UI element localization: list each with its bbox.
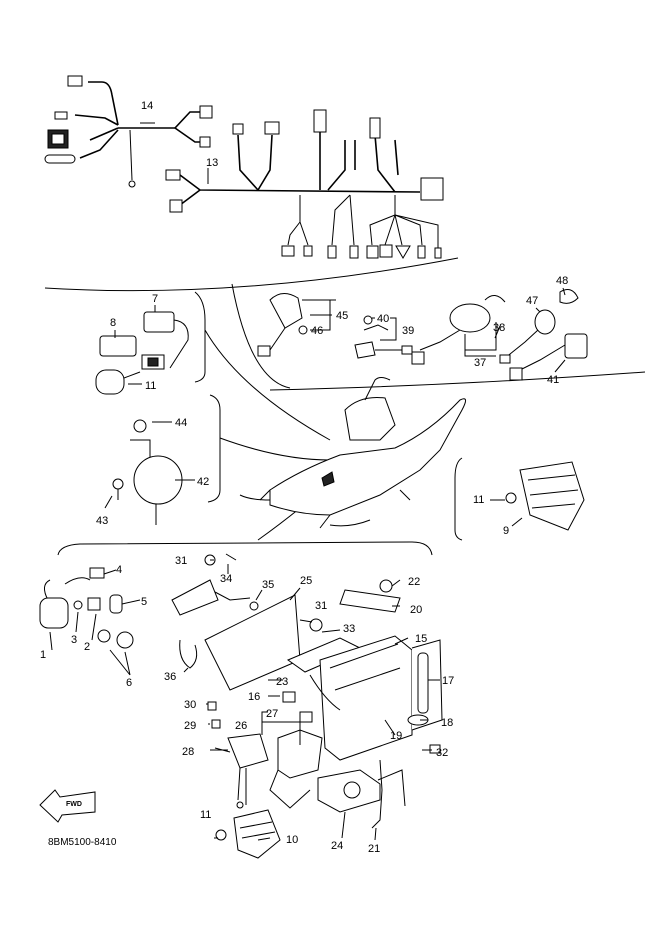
- callout-13: 13: [206, 157, 218, 169]
- cdi-unit-group: [95, 311, 189, 395]
- callout-21: 21: [368, 843, 380, 855]
- callout-37: 37: [474, 357, 486, 369]
- mount-plate-group: [171, 553, 301, 691]
- fwd-arrow-icon: FWD: [39, 789, 96, 823]
- callout-31-right: 31: [315, 600, 327, 612]
- section-brackets: [44, 257, 646, 556]
- callout-10: 10: [286, 834, 298, 846]
- callout-9: 9: [503, 525, 509, 537]
- callout-labels: 14 13 7 8 11 44 42 43 45 46 40 39 37 38 …: [40, 100, 568, 855]
- callout-35: 35: [262, 579, 274, 591]
- callout-34: 34: [220, 573, 232, 585]
- callout-6: 6: [126, 677, 132, 689]
- regulator-upper: [505, 461, 585, 531]
- callout-1: 1: [40, 649, 46, 661]
- callout-11-lower: 11: [200, 809, 211, 821]
- callout-19: 19: [390, 730, 402, 742]
- callout-38: 38: [493, 322, 505, 334]
- callout-25: 25: [300, 575, 312, 587]
- callout-8: 8: [110, 317, 116, 329]
- callout-20: 20: [410, 604, 422, 616]
- callout-39: 39: [402, 325, 414, 337]
- relay-group: [207, 701, 406, 829]
- fwd-label: FWD: [66, 801, 82, 808]
- callout-3: 3: [71, 634, 77, 646]
- callout-4: 4: [116, 564, 122, 576]
- callout-47: 47: [526, 295, 538, 307]
- callout-17: 17: [442, 675, 454, 687]
- switch-group: [257, 289, 588, 381]
- callout-5: 5: [141, 596, 147, 608]
- callout-14: 14: [141, 100, 153, 112]
- callout-31-left: 31: [175, 555, 187, 567]
- callout-40: 40: [377, 313, 389, 325]
- cdi-bracket-group: [282, 579, 443, 761]
- callout-44: 44: [175, 417, 187, 429]
- callout-32: 32: [436, 747, 448, 759]
- callout-28: 28: [182, 746, 194, 758]
- callout-46: 46: [311, 325, 323, 337]
- callout-24: 24: [331, 840, 343, 852]
- callout-36: 36: [164, 671, 176, 683]
- callout-29: 29: [184, 720, 196, 732]
- callout-15: 15: [415, 633, 427, 645]
- leader-lines: [49, 122, 566, 841]
- callout-12: 11: [145, 380, 156, 392]
- callout-33: 33: [343, 623, 355, 635]
- callout-16: 16: [248, 691, 260, 703]
- callout-42: 42: [197, 476, 209, 488]
- callout-27: 27: [266, 708, 278, 720]
- callout-30: 30: [184, 699, 196, 711]
- callout-26: 26: [235, 720, 247, 732]
- horn-group: [112, 419, 183, 525]
- callout-18: 18: [441, 717, 453, 729]
- regulator-lower: [215, 809, 281, 859]
- callout-7: 7: [152, 293, 158, 305]
- snowmobile-illustration: [239, 377, 466, 529]
- part-code: 8BM5100-8410: [48, 837, 117, 848]
- callout-22: 22: [408, 576, 420, 588]
- callout-43: 43: [96, 515, 108, 527]
- callout-41: 41: [547, 374, 559, 386]
- callout-11-upper: 11: [473, 494, 484, 506]
- wire-harness-13: [165, 109, 444, 259]
- callout-45: 45: [336, 310, 348, 322]
- ignition-coil-group: [39, 567, 134, 649]
- callout-23: 23: [276, 676, 288, 688]
- wire-harness-14: [44, 75, 213, 188]
- callout-48: 48: [556, 275, 568, 287]
- callout-2: 2: [84, 641, 90, 653]
